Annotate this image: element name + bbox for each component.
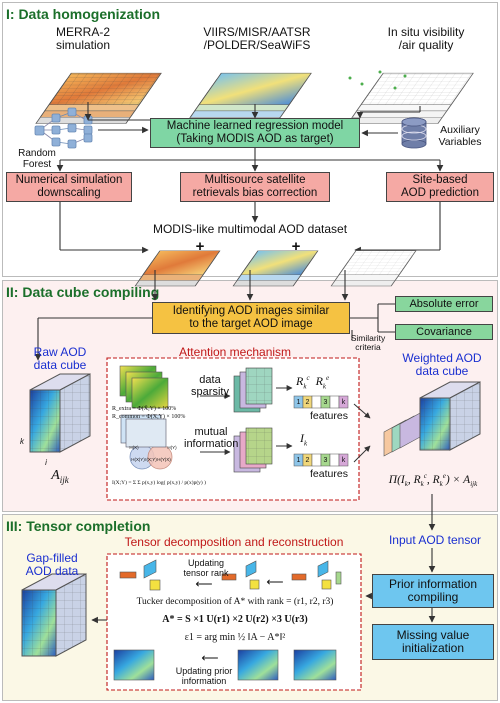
satellite-source-label: VIIRS/MISR/AATSR /POLDER/SeaWiFS bbox=[203, 25, 311, 52]
sparsity-map-icon bbox=[119, 365, 169, 409]
updating-prior-label: Updating prior information bbox=[175, 666, 233, 686]
arrow-left-top: ⟵ bbox=[195, 577, 213, 591]
venn-hyt: H(Y) bbox=[167, 445, 177, 450]
ml-model-box: Machine learned regression model (Taking… bbox=[150, 118, 360, 148]
plus-1: + bbox=[195, 238, 205, 255]
site-box: Site-based AOD prediction bbox=[386, 172, 494, 202]
axis-k-label: k bbox=[20, 437, 24, 446]
random-forest-icon bbox=[34, 107, 93, 149]
database-icon bbox=[401, 117, 427, 149]
mi-formula: I(X;Y) = Σ Σ p(x,y) log( p(x,y) / p(x)p(… bbox=[112, 480, 206, 486]
section-2-title: II: Data cube compiling bbox=[6, 284, 160, 300]
input-tensor-label: Input AOD tensor bbox=[388, 533, 482, 547]
data-sparsity-label: data sparsity bbox=[191, 374, 229, 398]
gap-filled-label: Gap-filled AOD data bbox=[25, 551, 79, 578]
arrow-left-mid: ⟵ bbox=[266, 575, 284, 589]
modis-like-label: MODIS-like multimodal AOD dataset bbox=[152, 222, 348, 236]
modis-like-stack-3 bbox=[330, 250, 417, 287]
prior-box: Prior information compiling bbox=[372, 574, 494, 608]
raw-cube-label: Raw AOD data cube bbox=[33, 345, 87, 372]
num-2-bottom: 2 bbox=[305, 457, 310, 464]
multisource-box: Multisource satellite retrievals bias co… bbox=[180, 172, 330, 202]
weight-bar-icon bbox=[383, 411, 423, 457]
section-1-title: I: Data homogenization bbox=[6, 6, 160, 22]
num-3-bottom: 3 bbox=[323, 457, 328, 464]
venn-ixy: I(X;Y) bbox=[145, 457, 157, 462]
feature-vector-top bbox=[293, 395, 349, 409]
modis-like-stack-2 bbox=[232, 250, 319, 287]
eq1-label: A* = S ×1 U(r1) ×2 U(r2) ×3 U(r3) bbox=[162, 614, 308, 625]
features-label-bottom: features bbox=[310, 468, 348, 480]
r-extra-formula: R_extra = Φ(X̄,Y) × 100% bbox=[112, 406, 177, 412]
merra-source-label: MERRA-2 simulation bbox=[55, 25, 111, 52]
attention-title: Attention mechanism bbox=[178, 345, 292, 359]
raw-aod-cube-icon bbox=[29, 373, 91, 453]
covariance-box: Covariance bbox=[395, 324, 493, 340]
axis-i-label: i bbox=[45, 458, 47, 467]
identify-box: Identifying AOD images similar to the ta… bbox=[152, 302, 350, 334]
num-3-top: 3 bbox=[323, 399, 328, 406]
feature-cube-bottom bbox=[233, 427, 273, 473]
numerical-box: Numerical simulation downscaling bbox=[6, 172, 132, 202]
insitu-stack-icon bbox=[347, 70, 474, 124]
num-k-top: k bbox=[341, 399, 346, 406]
section-3-title: III: Tensor completion bbox=[6, 518, 151, 534]
satellite-stack-icon bbox=[185, 72, 312, 124]
venn-diagram-icon bbox=[129, 444, 173, 470]
arrow-left-bottom: ⟵ bbox=[201, 651, 219, 665]
venn-hy: H(Y|X) bbox=[157, 457, 171, 462]
rk-label: Rkc Rke bbox=[296, 374, 330, 391]
feature-vector-bottom bbox=[293, 453, 349, 467]
ik-label: Ik bbox=[300, 431, 308, 448]
aux-vars-label: Auxiliary Variables bbox=[438, 124, 482, 148]
weighted-aod-cube-icon bbox=[419, 381, 481, 451]
venn-hxt: H(X) bbox=[129, 445, 139, 450]
num-1-bottom: 1 bbox=[296, 457, 301, 464]
eq2-label: ε1 = arg min ½ ‖A − A*‖² bbox=[184, 632, 286, 643]
similarity-label: Similarity criteria bbox=[350, 333, 386, 352]
abs-error-box: Absolute error bbox=[395, 296, 493, 312]
weighted-cube-label: Weighted AOD data cube bbox=[402, 351, 482, 378]
missing-box: Missing value initialization bbox=[372, 624, 494, 660]
num-k-bottom: k bbox=[341, 457, 346, 464]
mutual-info-label: mutual information bbox=[184, 426, 239, 450]
gap-filled-cube-icon bbox=[21, 573, 87, 657]
merra-stack-icon bbox=[35, 72, 162, 124]
num-1-top: 1 bbox=[296, 399, 301, 406]
random-forest-label: Random Forest bbox=[18, 148, 56, 170]
r-common-formula: R_common = Φ(X,Y) × 100% bbox=[112, 414, 186, 420]
bottom-maps-icon bbox=[113, 649, 337, 681]
insitu-source-label: In situ visibility /air quality bbox=[387, 25, 465, 52]
feature-cube-top bbox=[233, 367, 273, 413]
modis-like-stack-1 bbox=[134, 250, 221, 287]
plus-2: + bbox=[291, 238, 301, 255]
features-label-top: features bbox=[310, 410, 348, 422]
tucker-label: Tucker decomposition of A* with rank = (… bbox=[136, 597, 334, 607]
venn-hx: H(X|Y) bbox=[131, 457, 145, 462]
product-formula: Π(Ik, Rkc, Rke) × Aijk bbox=[388, 472, 478, 489]
tensor-title: Tensor decomposition and reconstruction bbox=[124, 535, 344, 549]
tucker-core-icons bbox=[119, 559, 342, 591]
updating-rank-label: Updating tensor rank bbox=[183, 558, 229, 578]
cloud-map-icon bbox=[120, 414, 167, 448]
a-ijk-label: Aijk bbox=[51, 468, 69, 485]
num-2-top: 2 bbox=[305, 399, 310, 406]
